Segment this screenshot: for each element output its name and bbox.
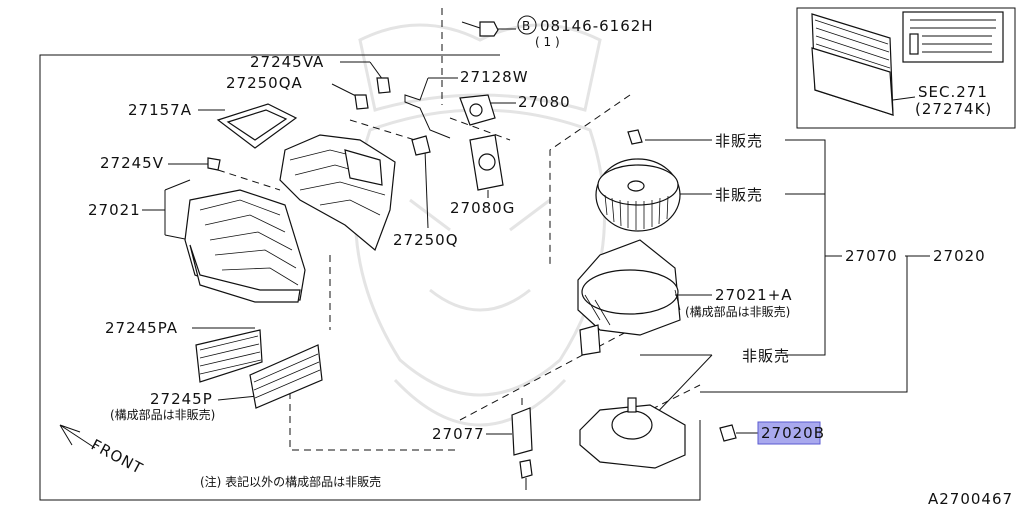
actuator-27080-drawing [459, 94, 496, 126]
label-27077: 27077 [432, 425, 485, 443]
bracket-27020 [700, 255, 908, 393]
sec-sub-label: (27274K) [915, 100, 992, 118]
upper-case-drawing [279, 134, 396, 252]
bolt-reference: B 08146-6162H ( 1 ) [441, 8, 654, 105]
bolt-prefix: B [522, 19, 530, 33]
label-27080: 27080 [518, 93, 571, 111]
inset-frame [796, 7, 1016, 129]
nut-top-drawing [627, 129, 643, 145]
label-27020B: 27020B [761, 424, 825, 442]
bolt-code-label: 08146-6162H [540, 17, 654, 35]
circle-b-icon [517, 15, 537, 35]
clip-27245V-drawing [207, 157, 221, 171]
sec-ref-label: SEC.271 [918, 83, 988, 101]
clip-27250Q-drawing [411, 135, 431, 156]
label-27021A-note: (構成部品は非販売) [685, 304, 790, 319]
label-27245VA: 27245VA [250, 53, 324, 71]
bolt-qty-label: ( 1 ) [535, 35, 560, 49]
front-arrow: FRONT [59, 424, 146, 478]
scroll-case-drawing [577, 239, 681, 356]
label-27070: 27070 [845, 247, 898, 265]
label-27250Q: 27250Q [393, 231, 459, 249]
sec-271-inset: SEC.271 (27274K) [796, 7, 1016, 129]
label-27021: 27021 [88, 201, 141, 219]
clip-27245VA-drawing [376, 77, 391, 94]
label-27021A: 27021+A [715, 286, 793, 304]
label-27245V: 27245V [100, 154, 164, 172]
diagram-id: A2700467 [928, 490, 1013, 508]
nut-27020B-drawing [719, 424, 737, 442]
filter-27245P-drawing [249, 344, 323, 409]
footnote-text: (注) 表記以外の構成部品は非販売 [200, 474, 381, 489]
filter-label-sticker [902, 11, 1004, 63]
label-27128W: 27128W [460, 68, 529, 86]
label-nfs-3: 非販売 [742, 347, 790, 365]
label-27245P-note: (構成部品は非販売) [110, 407, 215, 422]
filter-27245PA-drawing [195, 329, 263, 383]
label-27245PA: 27245PA [105, 319, 178, 337]
label-27245P: 27245P [150, 390, 213, 408]
front-label: FRONT [88, 436, 146, 478]
label-27250QA: 27250QA [226, 74, 303, 92]
highlight-27020B [757, 421, 821, 445]
watermark-emblem [353, 23, 607, 427]
bracket-27070 [785, 139, 826, 356]
main-frame [39, 54, 701, 501]
label-nfs-2: 非販売 [715, 186, 763, 204]
seal-27157A-drawing [216, 103, 298, 149]
clip-27250QA-drawing [354, 94, 369, 110]
label-27157A: 27157A [128, 101, 192, 119]
gasket-27080G-drawing [469, 134, 504, 191]
label-27020: 27020 [933, 247, 986, 265]
blower-motor-drawing [579, 397, 686, 469]
blower-fan-drawing [595, 158, 681, 232]
resistor-27077-drawing [511, 407, 533, 490]
label-27080G: 27080G [450, 199, 515, 217]
label-nfs-1: 非販売 [715, 132, 763, 150]
intake-case-27021-drawing [184, 189, 306, 303]
cabin-filter-drawing [811, 13, 894, 116]
